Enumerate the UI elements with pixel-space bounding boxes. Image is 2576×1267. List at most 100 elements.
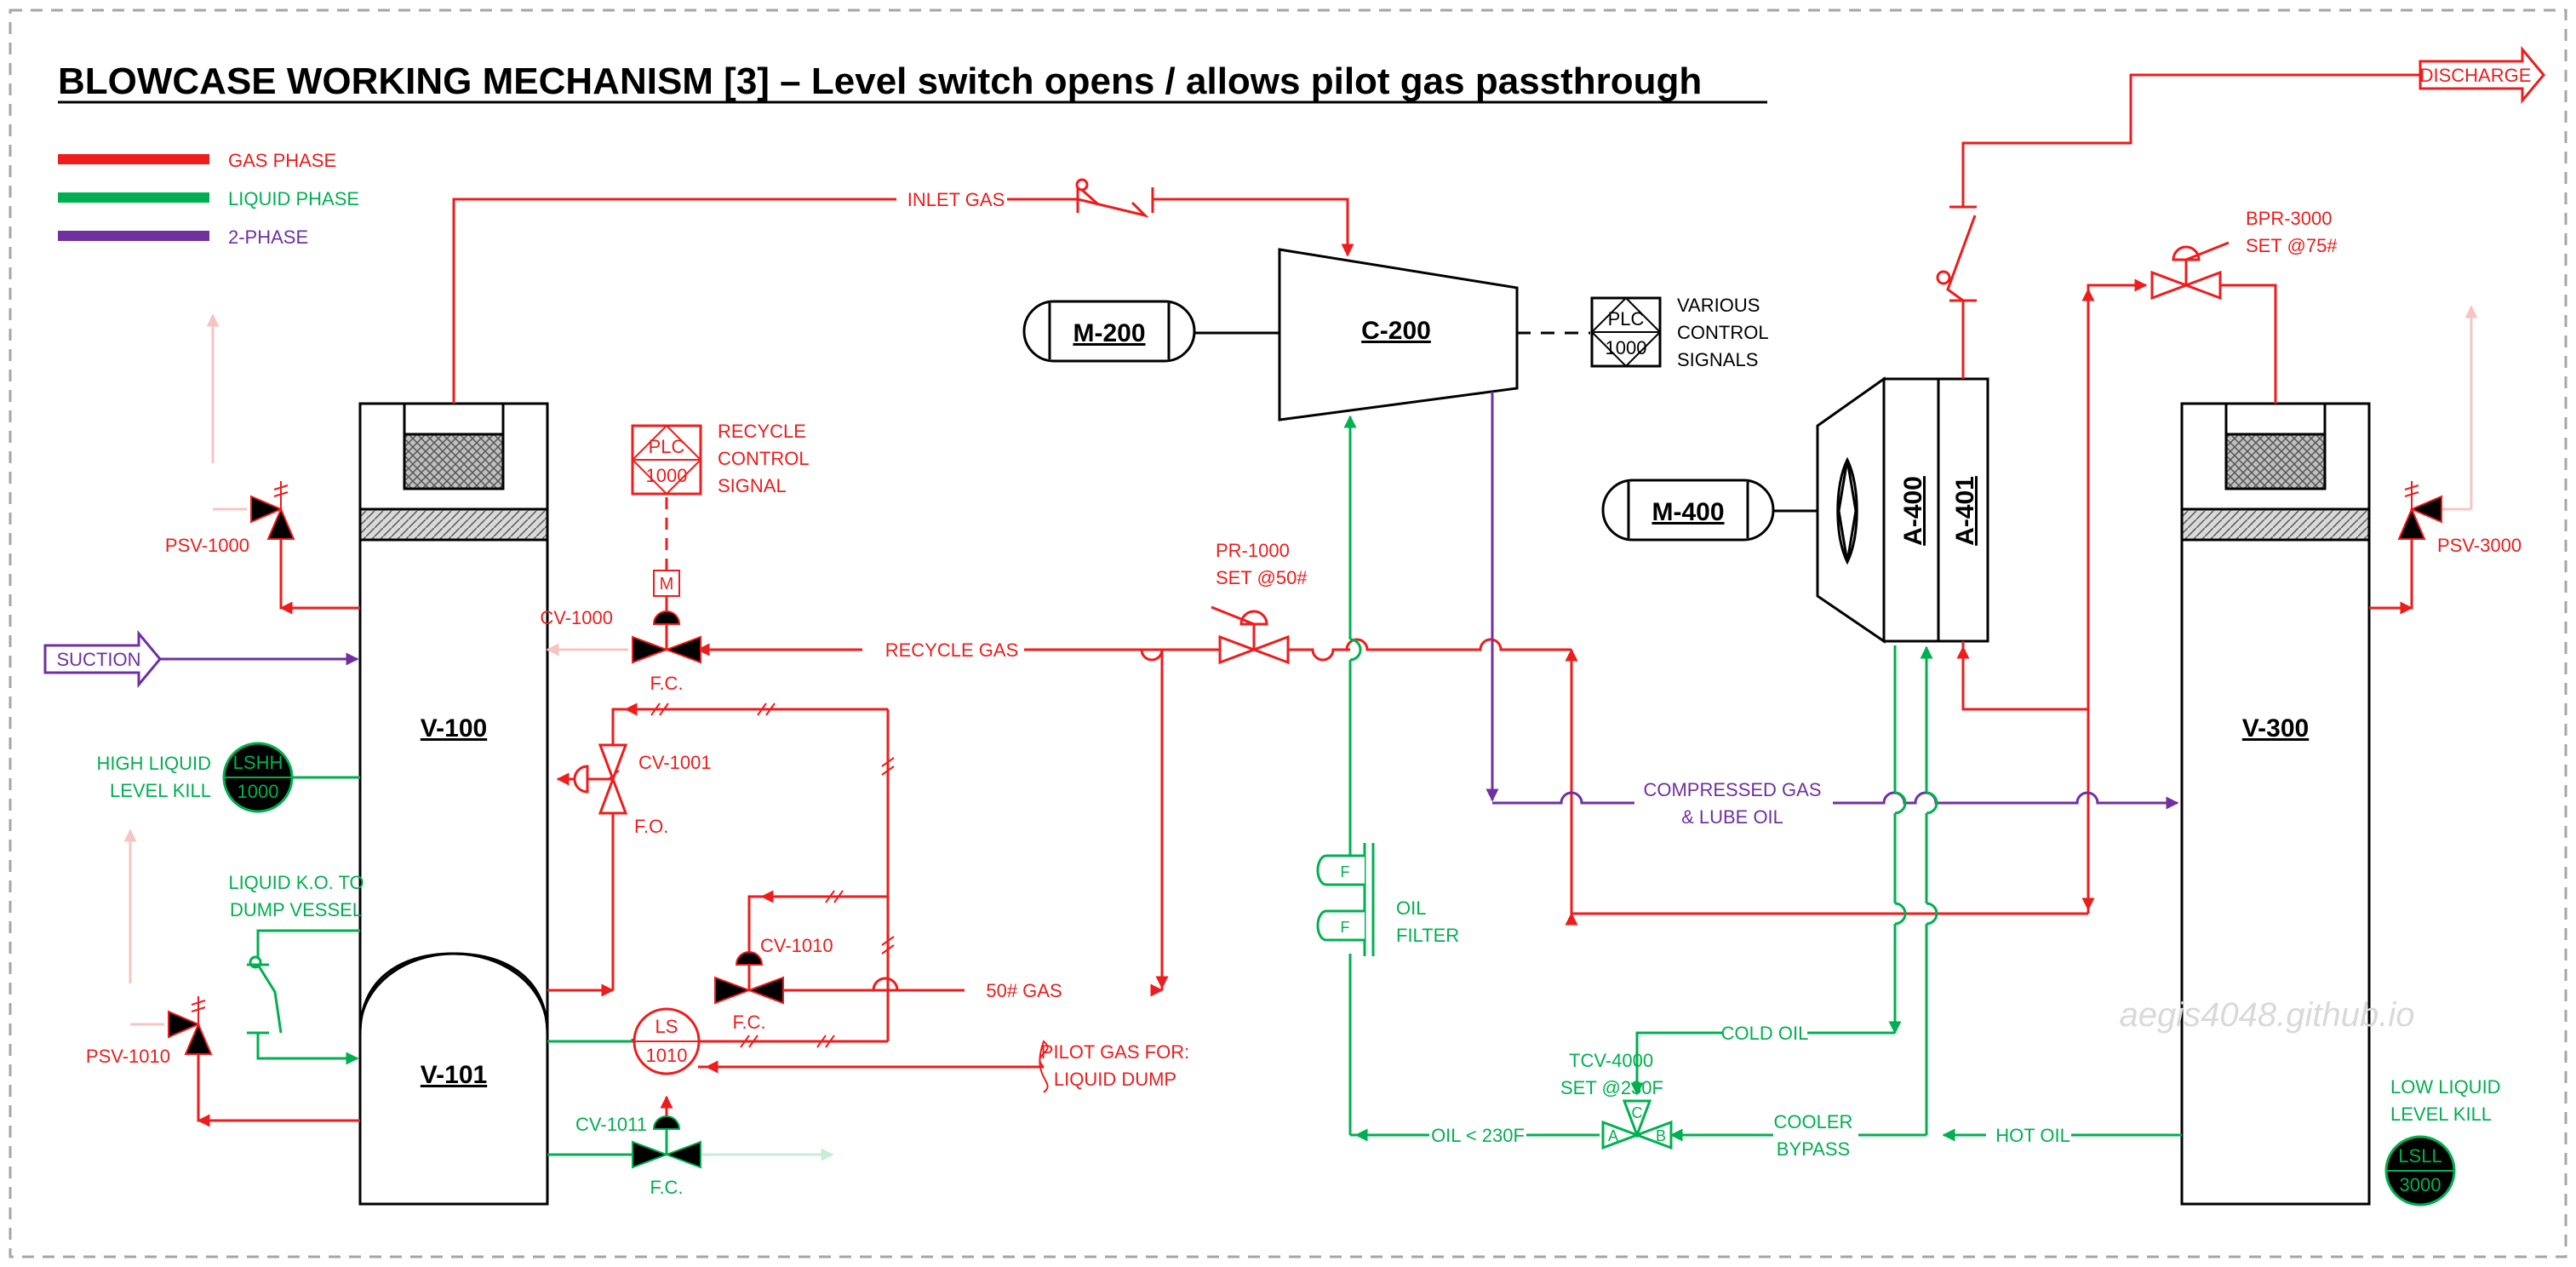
various-signals-3: SIGNALS <box>1677 349 1758 370</box>
c200-compressor <box>1278 248 1519 421</box>
v101-label: V-101 <box>421 1061 487 1089</box>
filter-f-bottom: F <box>1341 919 1350 936</box>
cv1011-fail: F.C. <box>650 1177 683 1198</box>
cv1010-fail: F.C. <box>732 1012 765 1033</box>
cv1001-fail: F.O. <box>634 816 668 837</box>
lshh-tag: LSHH <box>233 752 283 773</box>
psv1000-label: PSV-1000 <box>165 535 249 556</box>
cv1010-valve <box>714 951 784 1005</box>
v300-label: V-300 <box>2242 714 2309 742</box>
recycle-control-1: RECYCLE <box>718 421 806 442</box>
plc-1000-recycle: PLC 1000 <box>631 424 702 496</box>
cv1000-fail: F.C. <box>650 673 683 694</box>
tcv-port-c: C <box>1632 1104 1643 1121</box>
cooler-bypass-1: COOLER <box>1774 1111 1853 1132</box>
tcv-port-a: A <box>1608 1127 1618 1144</box>
gas-arrowheads <box>624 702 2088 1074</box>
pr1000-valve <box>1211 605 1290 665</box>
watermark: aegis4048.github.io <box>2120 996 2415 1034</box>
v100-vessel <box>358 402 549 1206</box>
psv1010-valve <box>168 996 213 1055</box>
ls-tag: LS <box>655 1016 678 1037</box>
recycle-gas-label: RECYCLE GAS <box>885 639 1019 661</box>
cv1000-label: CV-1000 <box>540 607 613 628</box>
v300-vessel <box>2180 402 2371 1206</box>
cv1001-valve <box>556 743 628 815</box>
high-liquid-1: HIGH LIQUID <box>97 753 211 774</box>
v100-label: V-100 <box>421 714 487 742</box>
oil-lt-mask <box>1429 1123 1526 1147</box>
suction-connector: SUCTION <box>43 629 162 689</box>
lshh-num: 1000 <box>238 781 279 802</box>
plc-num: 1000 <box>1606 337 1647 358</box>
pilot-break-mark <box>1039 1040 1049 1093</box>
plc-tag: PLC <box>1608 308 1645 330</box>
low-liquid-2: LEVEL KILL <box>2390 1104 2492 1125</box>
suction-label: SUCTION <box>57 649 141 670</box>
cooler-bypass-mask <box>1773 1111 1858 1161</box>
c200-label: C-200 <box>1361 317 1431 345</box>
tcv4000-label-2: SET @230F <box>1560 1077 1663 1098</box>
lsll-3000: LSLL 3000 <box>2384 1135 2456 1207</box>
page-border <box>9 9 2567 1258</box>
inlet-gas-label: INLET GAS <box>907 189 1005 210</box>
high-liquid-2: LEVEL KILL <box>110 780 211 801</box>
compressed-gas-2: & LUBE OIL <box>1681 806 1783 828</box>
cold-oil-mask <box>1722 1021 1807 1045</box>
line-crossovers <box>1349 638 1938 926</box>
m200-motor <box>1022 300 1196 363</box>
cv1011-valve <box>632 1095 701 1169</box>
m200-label: M-200 <box>1073 319 1145 347</box>
lsll-num: 3000 <box>2400 1174 2441 1195</box>
psv3000-label: PSV-3000 <box>2437 535 2522 556</box>
pilot-gas-label-1: PILOT GAS FOR: <box>1041 1041 1189 1063</box>
cv1000-motor-m: M <box>660 575 674 593</box>
page-title: BLOWCASE WORKING MECHANISM [3] – Level s… <box>58 60 1702 102</box>
hot-oil-mask <box>1986 1123 2071 1147</box>
plc-recycle-tag: PLC <box>649 436 685 457</box>
pr1000-label-1: PR-1000 <box>1216 540 1290 561</box>
discharge-connector: DISCHARGE <box>2419 45 2545 105</box>
cv1010-label: CV-1010 <box>760 935 833 956</box>
tcv4000-valve <box>1601 1099 1673 1150</box>
cv1001-label: CV-1001 <box>638 752 712 773</box>
oil-lt-label: OIL < 230F <box>1431 1125 1525 1146</box>
psv1010-label: PSV-1010 <box>86 1046 170 1067</box>
bpr3000-label-2: SET @75# <box>2246 235 2338 256</box>
various-signals-1: VARIOUS <box>1677 295 1760 316</box>
low-liquid-1: LOW LIQUID <box>2390 1076 2501 1098</box>
legend-gas-label: GAS PHASE <box>228 150 336 171</box>
ls-1010-switch: LS 1010 <box>633 1007 701 1075</box>
bpr3000-valve <box>2150 241 2230 301</box>
lsll-tag: LSLL <box>2398 1145 2441 1167</box>
recycle-control-2: CONTROL <box>718 448 810 469</box>
legend-2phase-label: 2-PHASE <box>228 226 308 248</box>
liquid-ko-2: DUMP VESSEL <box>230 899 363 920</box>
ls-num: 1010 <box>646 1045 688 1066</box>
oil-filter-label-1: OIL <box>1396 897 1426 919</box>
plc-recycle-num: 1000 <box>646 465 688 486</box>
bpr3000-label-1: BPR-3000 <box>2246 208 2333 229</box>
gas50-mask <box>967 977 1061 1003</box>
inlet-gas-mask <box>896 187 1007 211</box>
tcv4000-label-1: TCV-4000 <box>1569 1050 1653 1071</box>
psv1000-valve <box>250 481 295 540</box>
tcv-port-b: B <box>1656 1127 1666 1144</box>
gas50-label: 50# GAS <box>986 980 1062 1001</box>
cv1000-valve: M <box>632 473 701 664</box>
pilot-gas-label-2: LIQUID DUMP <box>1054 1069 1176 1090</box>
legend: GAS PHASE LIQUID PHASE 2-PHASE <box>58 150 359 248</box>
cooler-bypass-2: BYPASS <box>1777 1138 1850 1160</box>
liquid-ko-1: LIQUID K.O. TO <box>228 872 364 893</box>
pr1000-label-2: SET @50# <box>1216 567 1308 588</box>
v101-top-head <box>358 952 549 1035</box>
a400-cooler <box>1816 376 1989 644</box>
a401-label: A-401 <box>1951 476 1979 546</box>
m400-label: M-400 <box>1652 498 1724 526</box>
recycle-control-3: SIGNAL <box>718 475 787 496</box>
gas-lines <box>197 73 2420 1127</box>
hot-oil-label: HOT OIL <box>1995 1125 2070 1146</box>
oil-filter: F F <box>1316 843 1375 956</box>
discharge-label: DISCHARGE <box>2420 65 2532 86</box>
